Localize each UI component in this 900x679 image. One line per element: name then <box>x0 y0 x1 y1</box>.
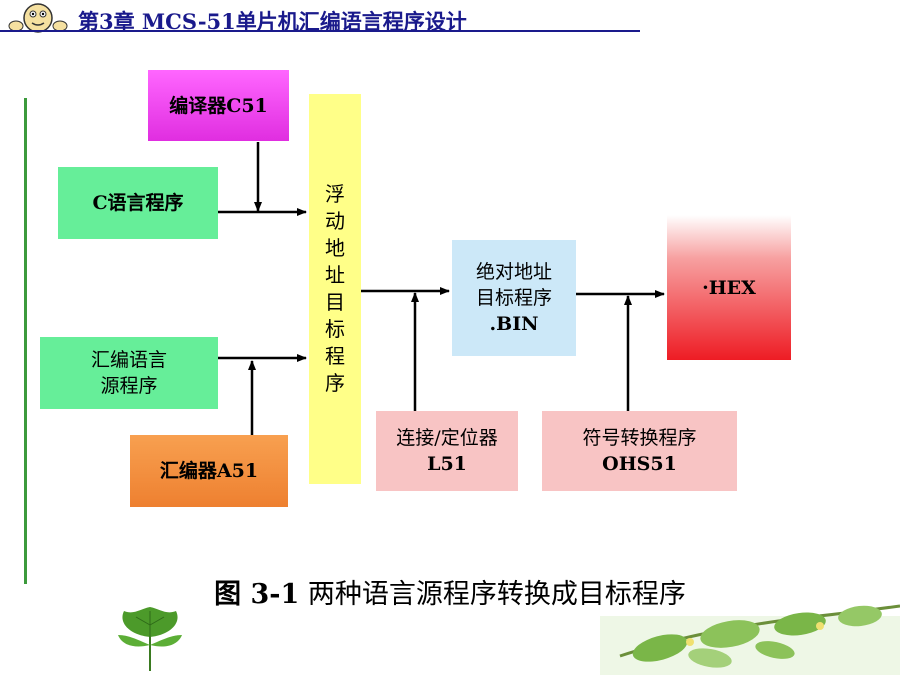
relocatable-char: 程 <box>325 344 345 368</box>
left-rule <box>24 98 27 584</box>
hex-box: ·HEX <box>667 215 791 360</box>
absolute-label-2: 目标程序 <box>475 287 552 309</box>
asm-source-box: 汇编语言 源程序 <box>40 337 218 409</box>
absolute-object-box: 绝对地址 目标程序 .BIN <box>452 240 576 356</box>
leaf-decoration-left <box>110 605 190 675</box>
assembler-a51-label: 汇编器A51 <box>159 460 259 482</box>
linker-label-1: 连接/定位器 <box>396 427 498 449</box>
caption-text: 两种语言源程序转换成目标程序 <box>299 579 686 610</box>
assembler-a51-box: 汇编器A51 <box>130 435 288 507</box>
relocatable-char: 地 <box>325 236 345 260</box>
relocatable-char: 序 <box>325 371 345 395</box>
vine-decoration-right <box>560 596 900 675</box>
relocatable-char: 目 <box>325 290 345 314</box>
relocatable-char: 浮 <box>325 182 345 206</box>
relocatable-char: 动 <box>325 209 345 233</box>
compiler-c51-box: 编译器C51 <box>148 70 289 141</box>
asm-source-label-1: 汇编语言 <box>90 349 167 371</box>
c-program-box: C语言程序 <box>58 167 218 239</box>
symbol-label-1: 符号转换程序 <box>582 427 697 449</box>
absolute-label-1: 绝对地址 <box>475 261 552 283</box>
absolute-label-3: .BIN <box>489 313 539 335</box>
header-rule <box>0 30 640 32</box>
relocatable-char: 址 <box>325 263 345 287</box>
relocatable-char: 标 <box>325 317 345 341</box>
compiler-c51-label: 编译器C51 <box>169 94 268 117</box>
linker-label-2: L51 <box>427 453 467 475</box>
asm-source-label-2: 源程序 <box>100 375 158 397</box>
caption-figure-number: 图 3-1 <box>214 579 300 610</box>
symbol-label-2: OHS51 <box>602 453 677 475</box>
figure-caption: 图 3-1 两种语言源程序转换成目标程序 <box>0 572 900 611</box>
c-program-label: C语言程序 <box>92 192 184 214</box>
header-logo <box>6 2 70 34</box>
symbol-converter-box: 符号转换程序 OHS51 <box>542 411 737 491</box>
hex-label: ·HEX <box>702 276 756 299</box>
linker-l51-box: 连接/定位器 L51 <box>376 411 518 491</box>
relocatable-object-box: 浮 动 地 址 目 标 程 序 <box>309 94 361 484</box>
header-title: 第3章 MCS-51单片机汇编语言程序设计 <box>78 9 467 34</box>
